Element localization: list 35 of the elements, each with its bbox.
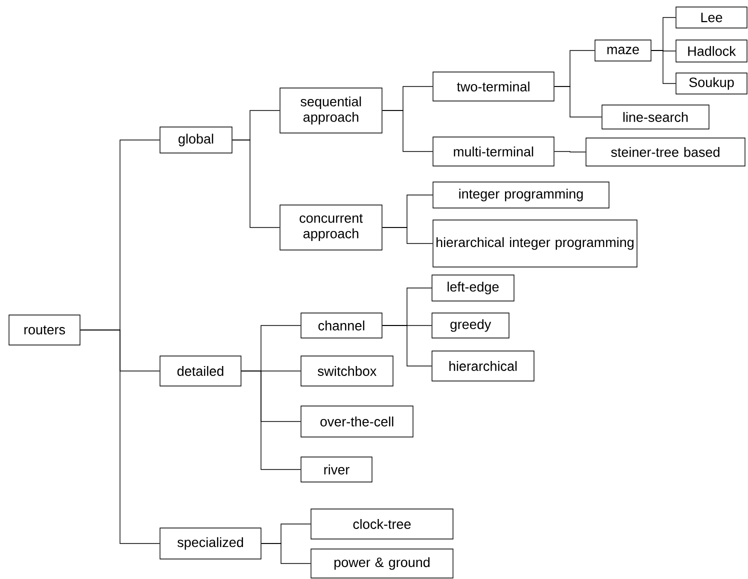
category-box: Soukup bbox=[676, 72, 748, 94]
category-box: over-the-cell bbox=[300, 406, 414, 438]
connector-line bbox=[80, 330, 160, 544]
category-box: sequential approach bbox=[280, 88, 382, 134]
connector-line bbox=[382, 110, 433, 152]
connector-line bbox=[232, 140, 280, 228]
category-box: detailed bbox=[160, 356, 242, 386]
category-box: hierarchical integer programming bbox=[432, 220, 638, 268]
connector-line bbox=[382, 227, 433, 244]
category-box: clock-tree bbox=[310, 508, 454, 540]
connector-line bbox=[382, 325, 432, 366]
connector-line bbox=[554, 151, 586, 152]
category-box: Hadlock bbox=[676, 40, 748, 62]
category-box: left-edge bbox=[432, 274, 514, 302]
category-box: steiner-tree based bbox=[586, 138, 746, 166]
category-box: two-terminal bbox=[432, 72, 554, 102]
category-box: global bbox=[160, 126, 232, 154]
category-box: specialized bbox=[160, 528, 262, 560]
category-box: concurrent approach bbox=[280, 204, 382, 250]
connector-line bbox=[261, 543, 311, 564]
category-box: line-search bbox=[602, 104, 710, 130]
connector-line bbox=[651, 50, 676, 84]
category-box: integer programming bbox=[432, 182, 610, 208]
category-box: greedy bbox=[432, 312, 510, 338]
category-box: multi-terminal bbox=[432, 136, 554, 166]
connector-line bbox=[554, 86, 602, 118]
category-box: maze bbox=[594, 40, 652, 62]
category-box: routers bbox=[8, 314, 80, 346]
category-box: Lee bbox=[676, 6, 748, 28]
category-box: river bbox=[300, 456, 372, 482]
category-box: channel bbox=[300, 312, 382, 338]
connector-line bbox=[241, 370, 301, 470]
category-box: switchbox bbox=[300, 356, 394, 386]
category-box: power & ground bbox=[310, 548, 454, 578]
category-box: hierarchical bbox=[432, 350, 534, 382]
